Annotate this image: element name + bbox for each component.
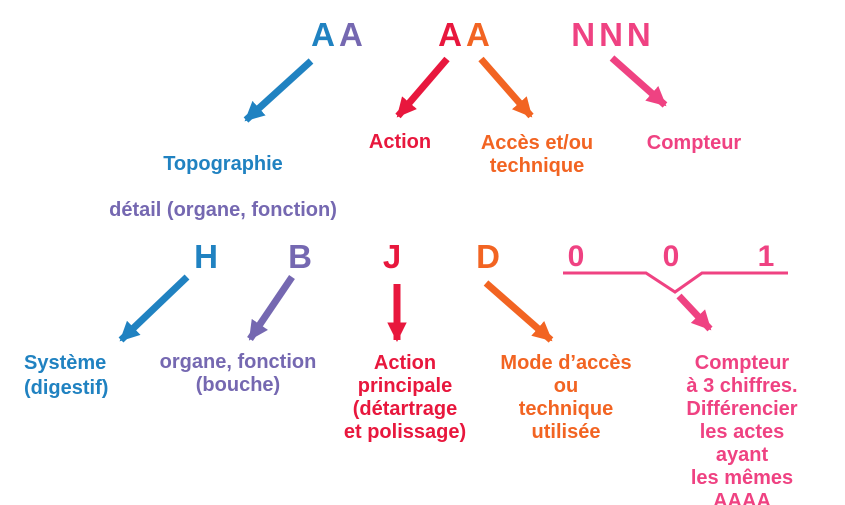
label-mode-acces: Mode d’accès ou technique utilisée	[500, 352, 632, 443]
label-systeme: Système (digestif)	[24, 352, 109, 399]
label-topographie: Topographie détail (organe, fonction)	[109, 130, 337, 245]
example-digit-2: 0	[662, 240, 680, 273]
label-action-principale: Action principale (détartrage et polissa…	[343, 352, 467, 443]
code-letter-action-2: A	[466, 16, 494, 53]
label-organe: organe, fonction (bouche)	[159, 351, 317, 396]
example-letter-b: B	[288, 238, 312, 275]
arrow-acces	[478, 56, 534, 119]
label-topographie-title: Topographie	[163, 153, 283, 175]
arrow-organe	[247, 275, 295, 341]
label-compteur-detail: Compteur à 3 chiffres. Différencier les …	[686, 352, 798, 505]
arrow-compteur	[609, 55, 668, 108]
code-letter-topographie-1: A	[311, 16, 339, 53]
arrow-action	[395, 56, 450, 119]
label-acces: Accès et/ou technique	[480, 132, 594, 177]
example-letter-d: D	[476, 238, 500, 275]
example-digit-3: 1	[757, 240, 775, 273]
label-action: Action	[368, 131, 432, 153]
example-letter-h: H	[194, 238, 218, 275]
code-counter: NNN	[571, 18, 655, 51]
example-letter-j: J	[382, 238, 402, 275]
label-compteur: Compteur	[646, 132, 742, 154]
arrow-compteur-detail	[676, 293, 713, 332]
code-letters-counter: NNN	[571, 16, 655, 53]
code-letter-topographie-2: A	[339, 16, 367, 53]
arrow-systeme	[118, 274, 190, 343]
arrow-mode-acces	[483, 280, 554, 343]
code-topographie: AA	[311, 18, 367, 51]
code-action: AA	[438, 18, 494, 51]
label-topographie-detail: détail (organe, fonction)	[109, 199, 337, 221]
arrow-topographie	[243, 58, 314, 123]
counter-bracket	[563, 271, 788, 294]
code-letter-action-1: A	[438, 16, 466, 53]
example-digit-1: 0	[567, 240, 585, 273]
